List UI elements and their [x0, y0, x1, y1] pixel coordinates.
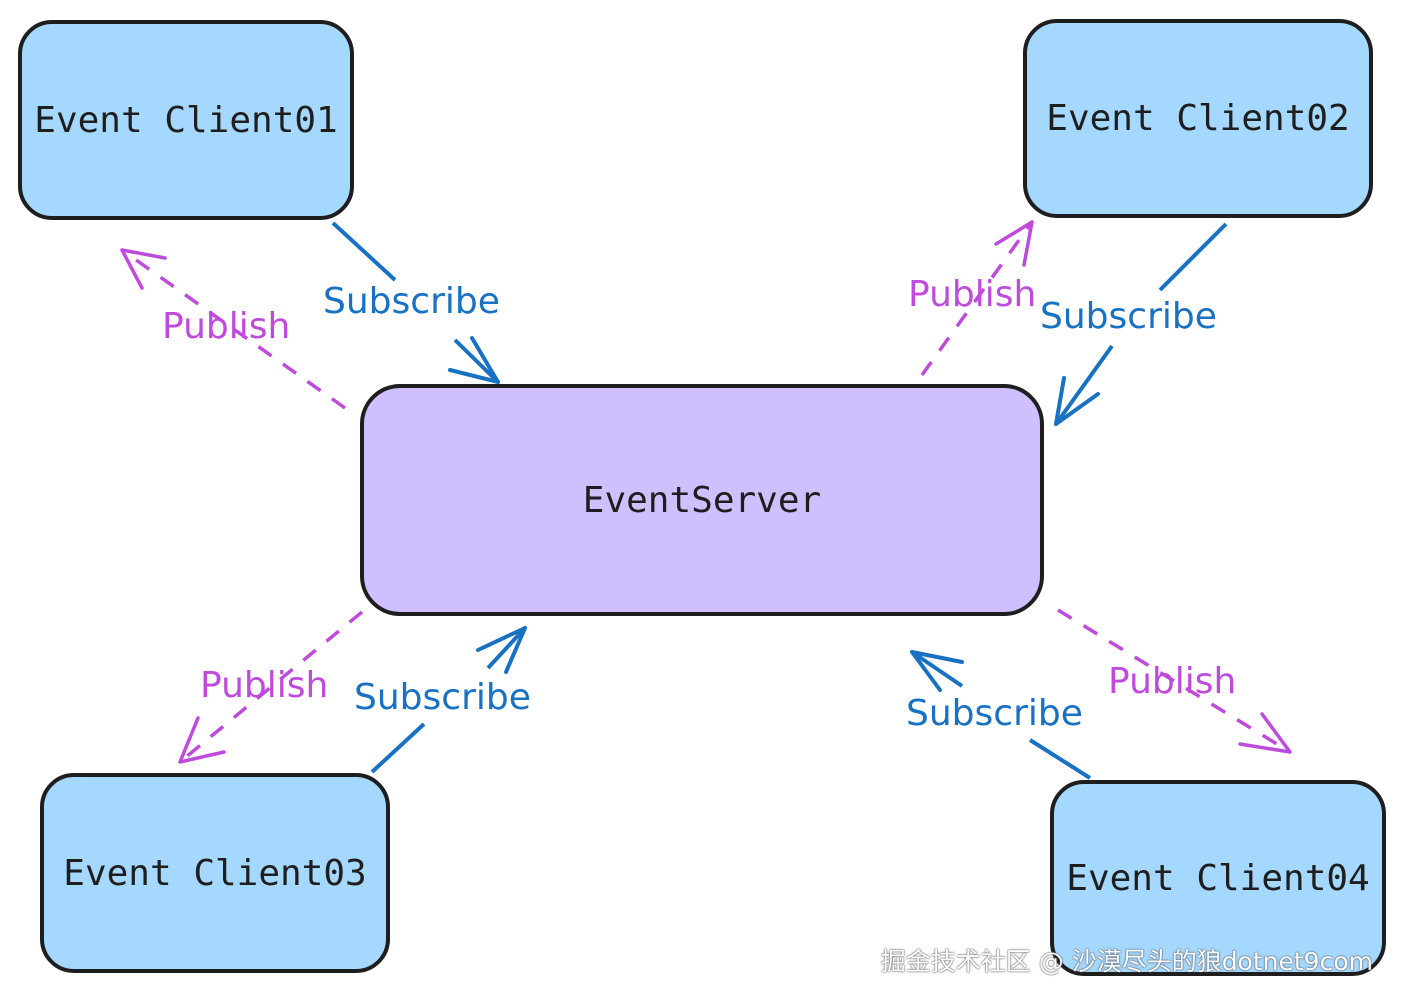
publish-arrow-client01 — [120, 248, 347, 410]
event-server-node: EventServer — [360, 384, 1044, 616]
publish-label-client04: Publish — [1108, 661, 1236, 702]
subscribe-label-client01: Subscribe — [323, 281, 500, 322]
subscribe-arrow-client01 — [331, 221, 500, 384]
subscribe-label-client04: Subscribe — [906, 693, 1083, 734]
event-client01-label: Event Client01 — [34, 99, 338, 141]
event-server-label: EventServer — [582, 479, 822, 521]
publish-arrow-client03 — [178, 610, 364, 764]
event-client02-node: Event Client02 — [1023, 19, 1373, 218]
publish-label-client01: Publish — [162, 306, 290, 347]
watermark: 掘金技术社区 @ 沙漠尽头的狼dotnet9com — [880, 947, 1373, 976]
publish-arrow-client02 — [920, 220, 1034, 377]
subscribe-arrow-client02 — [1054, 222, 1228, 426]
event-client03-node: Event Client03 — [40, 773, 390, 973]
subscribe-label-client03: Subscribe — [354, 677, 531, 718]
event-client03-label: Event Client03 — [63, 852, 367, 894]
publish-label-client03: Publish — [200, 665, 328, 706]
event-client04-label: Event Client04 — [1066, 857, 1370, 899]
subscribe-arrow-client04 — [910, 650, 1092, 780]
event-client04-node: Event Client04 — [1050, 780, 1386, 976]
publish-arrow-client04 — [1057, 608, 1292, 754]
event-client01-node: Event Client01 — [18, 20, 354, 220]
subscribe-arrow-client03 — [370, 626, 527, 774]
subscribe-label-client02: Subscribe — [1040, 296, 1217, 337]
event-client02-label: Event Client02 — [1046, 98, 1350, 139]
publish-label-client02: Publish — [908, 274, 1036, 315]
